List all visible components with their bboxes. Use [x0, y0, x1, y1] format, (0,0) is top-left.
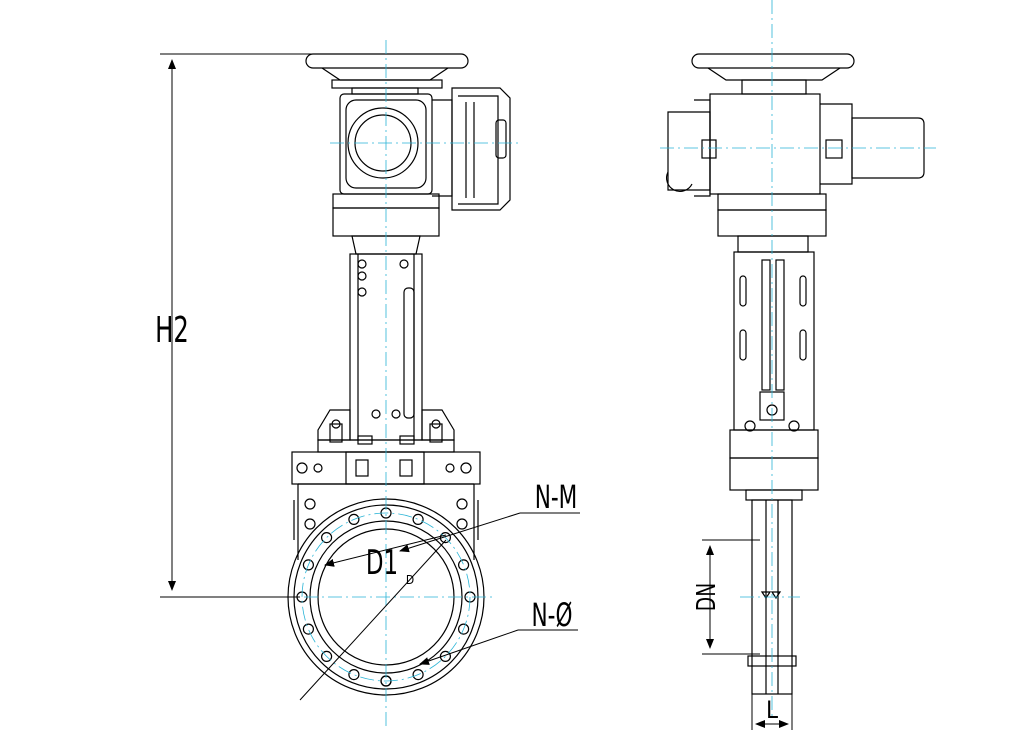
- flange-bolt-hole: [302, 559, 314, 571]
- side-handwheel: [691, 53, 855, 95]
- gearbox: [339, 87, 511, 211]
- side-centerlines: [660, 0, 936, 720]
- nominal-dimension: [702, 539, 760, 655]
- flange-bolt-hole: [302, 623, 314, 635]
- side-actuator: [665, 93, 925, 197]
- bore-label: D: [406, 573, 414, 587]
- handwheel: [305, 53, 469, 95]
- flange-bolt-hole: [412, 668, 424, 681]
- side-bonnet: [729, 429, 819, 501]
- bolt-thread-leader: [399, 512, 580, 553]
- flange-bolt-hole: [458, 623, 470, 635]
- flange-bolt-hole: [348, 668, 360, 681]
- front-centerlines: [280, 40, 520, 730]
- bolt-circle-leader: [299, 534, 447, 701]
- flange-bolt-hole: [439, 531, 451, 544]
- body-studs: [304, 498, 468, 687]
- bolt-thread-label: N-M: [535, 479, 578, 516]
- front-view: [287, 53, 511, 696]
- bolt-holes-leader: [419, 629, 578, 665]
- face-length-label: L: [766, 696, 778, 724]
- nominal-label: DN: [691, 583, 722, 611]
- flange-bolt-hole: [458, 559, 470, 571]
- height-label: H2: [155, 308, 189, 351]
- flange-bolt-hole: [348, 513, 360, 526]
- bolt-circle-label: D1: [366, 543, 398, 583]
- flange-bolt-hole: [321, 650, 333, 663]
- flange-bolt-hole: [412, 513, 424, 526]
- height-dimension: [160, 53, 330, 598]
- bolt-holes-label: N-Ø: [532, 597, 573, 634]
- flange-bolt-hole: [321, 531, 333, 544]
- face-length-dimension: [751, 694, 793, 730]
- side-yoke: [733, 251, 815, 432]
